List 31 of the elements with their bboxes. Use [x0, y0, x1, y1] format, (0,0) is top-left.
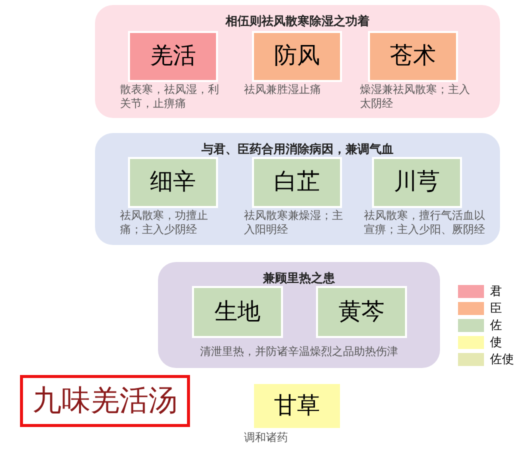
- group-heading: 相伍则祛风散寒除湿之功着: [224, 13, 370, 30]
- herb-description: 祛风散寒，功擅止痛；主入少阴经: [120, 209, 209, 237]
- herb-description: 祛风兼胜湿止痛: [244, 83, 322, 97]
- herb-description: 祛风散寒，擅行气活血以宣痹；主入少阳、厥阴经: [364, 209, 486, 237]
- group-description: 清泄里热，并防诸辛温燥烈之品助热伤津: [199, 344, 399, 360]
- herb-name: 川芎: [394, 168, 440, 198]
- herb-name: 甘草: [274, 392, 320, 421]
- group-panel: [158, 262, 440, 368]
- herb-description: 燥湿兼祛风散寒；主入太阴经: [360, 83, 470, 111]
- group-heading: 与君、臣药合用消除病因，兼调气血: [200, 141, 394, 158]
- herb-description: 调和诸药: [244, 431, 289, 445]
- legend-label: 佐使: [490, 352, 514, 366]
- legend-label: 使: [490, 335, 502, 349]
- herb-description: 祛风散寒兼燥湿；主入阳明经: [244, 209, 344, 237]
- legend-label: 君: [490, 284, 502, 298]
- herb-name: 细辛: [150, 168, 196, 198]
- herb-name: 生地: [214, 298, 260, 327]
- herb-name: 苍术: [390, 42, 436, 72]
- group-panel: [95, 133, 500, 245]
- group-panel: [95, 5, 500, 118]
- title: 九味羌活汤: [32, 382, 178, 420]
- herb-description: 散表寒，祛风湿，利关节，止痹痛: [120, 83, 220, 111]
- legend-label: 臣: [490, 301, 502, 315]
- herb-name: 羌活: [150, 42, 196, 72]
- group-heading: 兼顾里热之患: [262, 270, 336, 287]
- herb-name: 黄芩: [338, 298, 384, 327]
- herb-name: 白芷: [274, 168, 320, 198]
- herb-name: 防风: [274, 42, 320, 72]
- herb-box: [192, 286, 283, 338]
- legend-label: 佐: [490, 318, 502, 332]
- herb-box: [316, 286, 407, 338]
